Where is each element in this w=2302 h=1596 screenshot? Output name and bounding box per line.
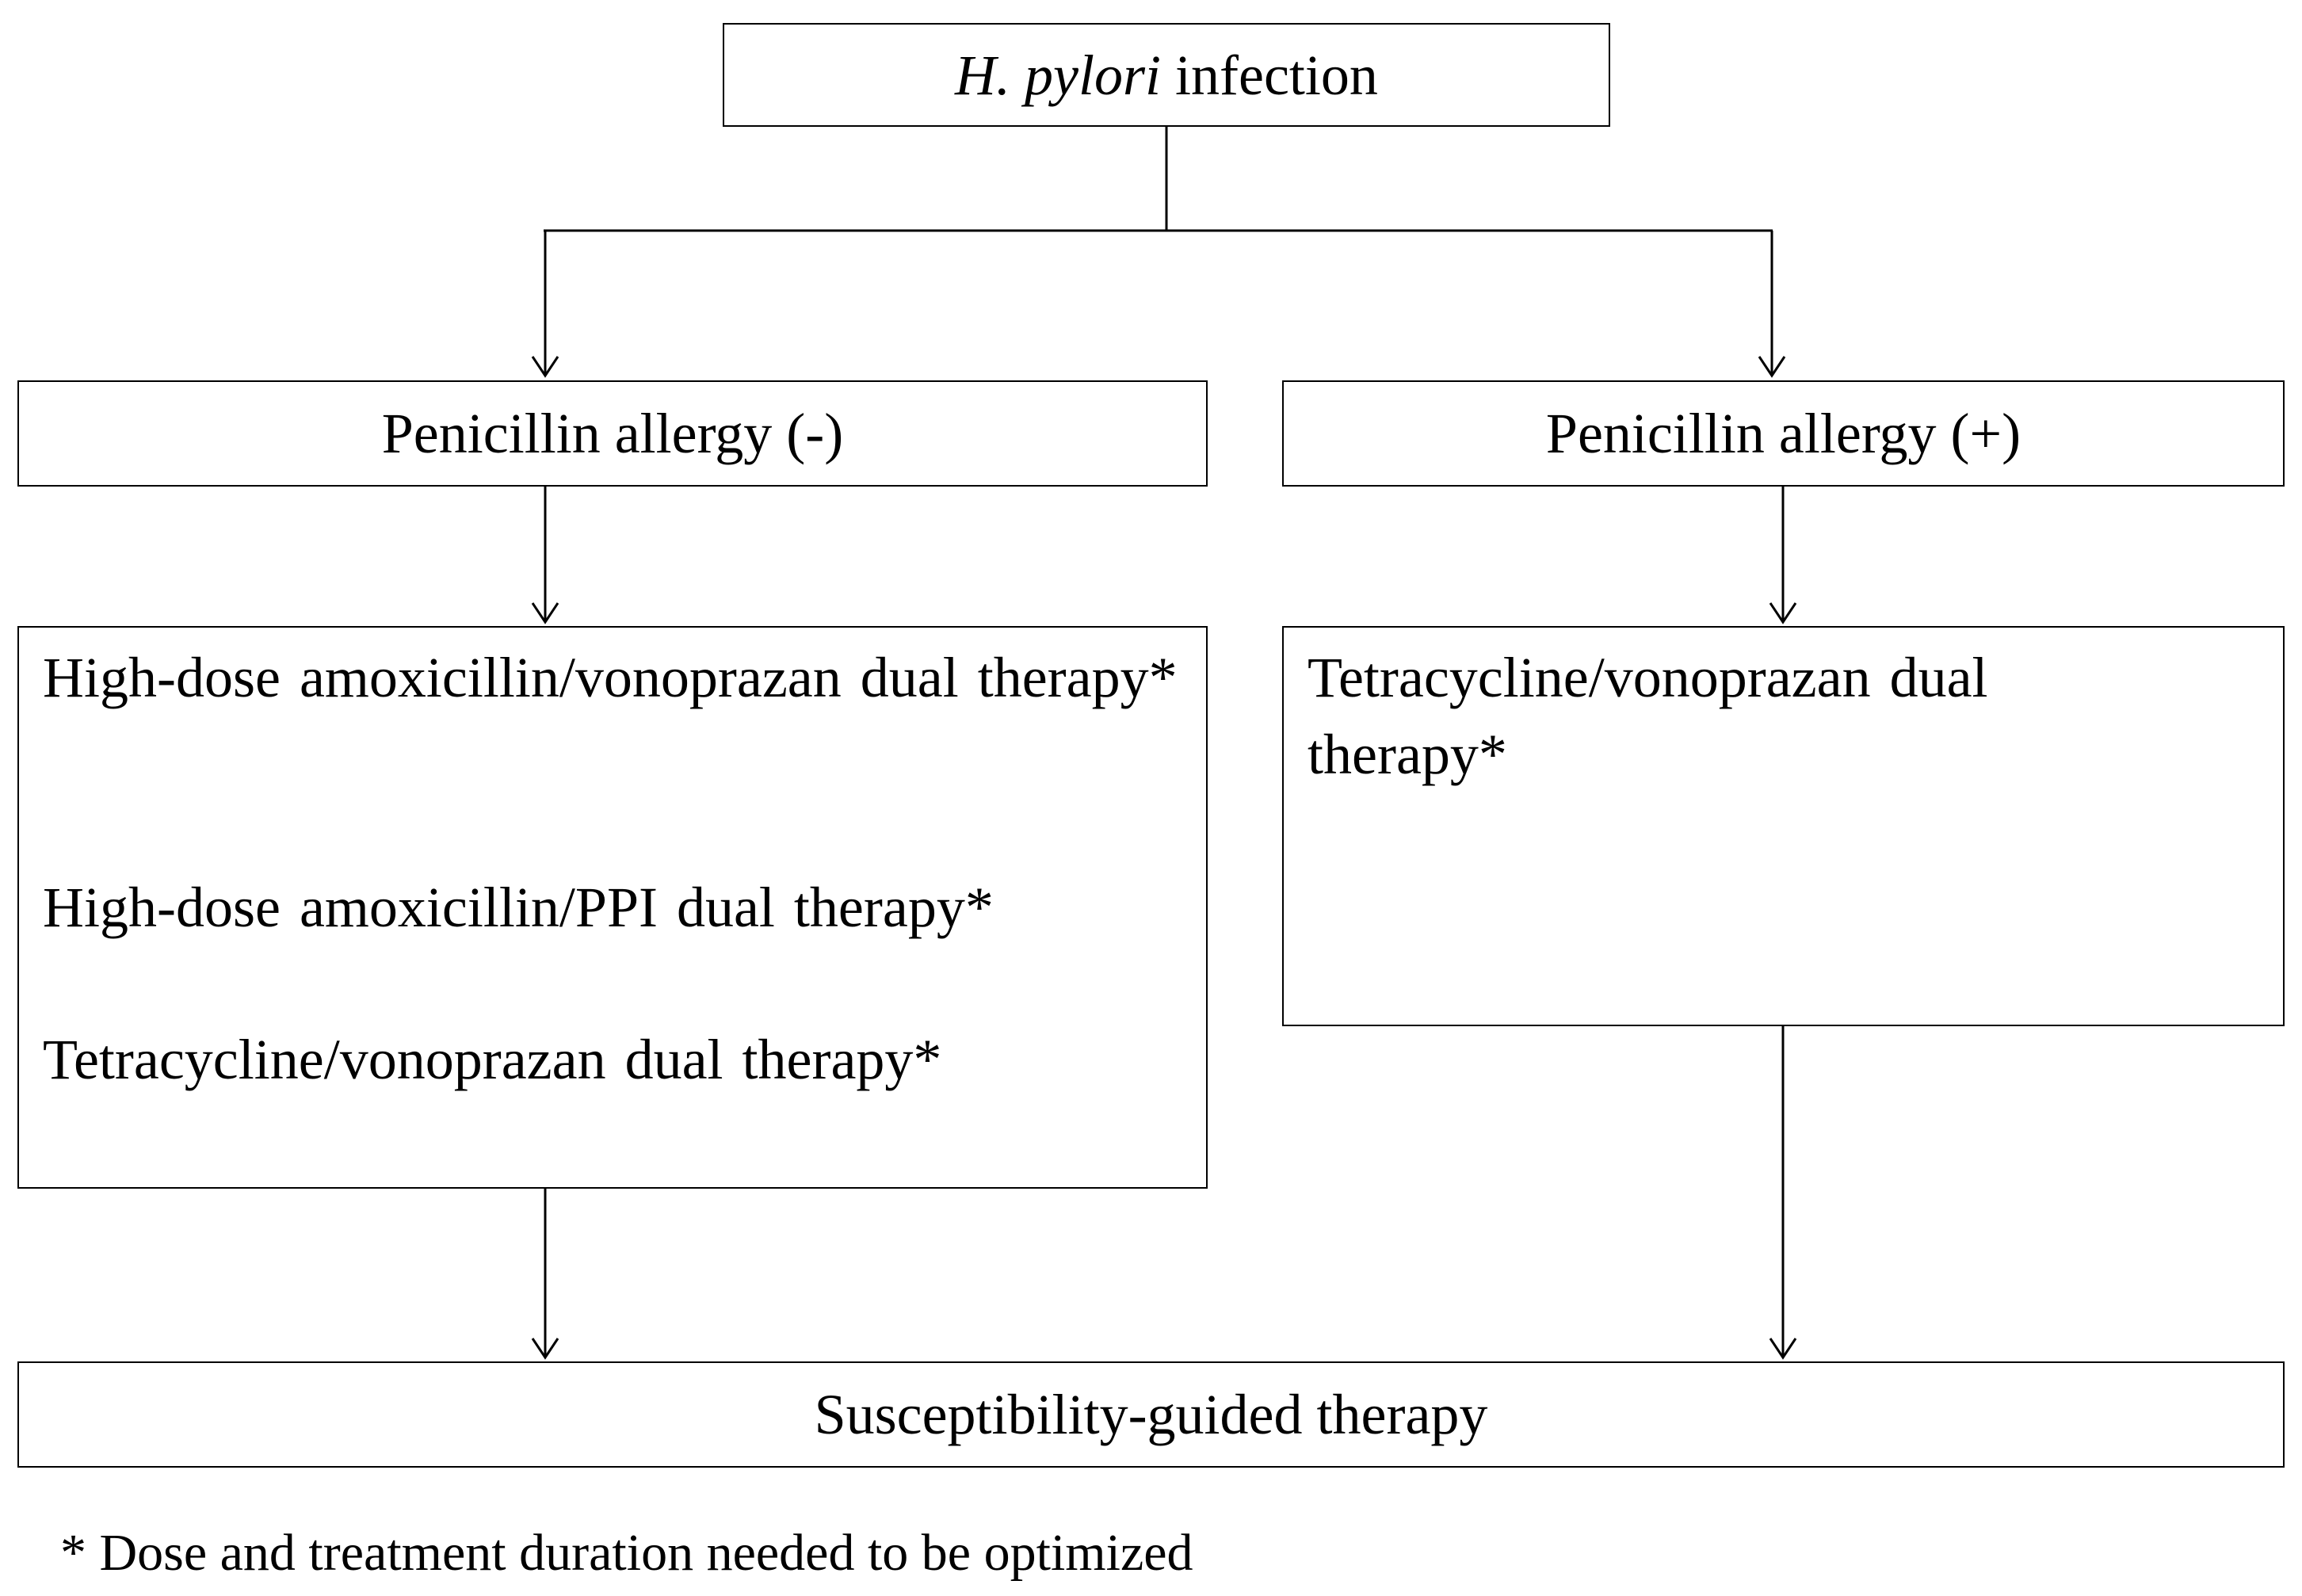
arrowhead-right-therapies [1769, 602, 1797, 624]
root-node: H. pylori infection [723, 23, 1610, 127]
root-label-organism: H. pylori [955, 43, 1162, 107]
therapy-list-positive: Tetracycline/vonoprazan dual therapy* [1282, 626, 2285, 1026]
root-label-condition: infection [1161, 43, 1378, 107]
condition-node-negative: Penicillin allergy (-) [17, 380, 1208, 487]
condition-node-positive: Penicillin allergy (+) [1282, 380, 2285, 487]
therapy-item: High-dose amoxicillin/vonoprazan dual th… [43, 646, 1178, 709]
arrowhead-right-condition [1758, 356, 1786, 378]
outcome-node: Susceptibility-guided therapy [17, 1361, 2285, 1468]
footnote: * Dose and treatment duration needed to … [60, 1524, 1193, 1582]
condition-label-negative: Penicillin allergy (-) [381, 402, 844, 465]
therapy-item: High-dose amoxicillin/PPI dual therapy* [43, 876, 994, 939]
arrowhead-right-outcome [1769, 1338, 1797, 1360]
arrowhead-left-therapies [531, 602, 559, 624]
arrowhead-left-outcome [531, 1338, 559, 1360]
root-label: H. pylori infection [955, 47, 1378, 104]
therapy-item: Tetracycline/vonoprazan dual therapy* [43, 1028, 942, 1091]
therapy-item: Tetracycline/vonoprazan dual therapy* [1308, 646, 1988, 786]
arrowhead-left-condition [531, 356, 559, 378]
outcome-label: Susceptibility-guided therapy [814, 1383, 1488, 1446]
condition-label-positive: Penicillin allergy (+) [1545, 402, 2021, 465]
therapy-list-negative: High-dose amoxicillin/vonoprazan dual th… [17, 626, 1208, 1189]
